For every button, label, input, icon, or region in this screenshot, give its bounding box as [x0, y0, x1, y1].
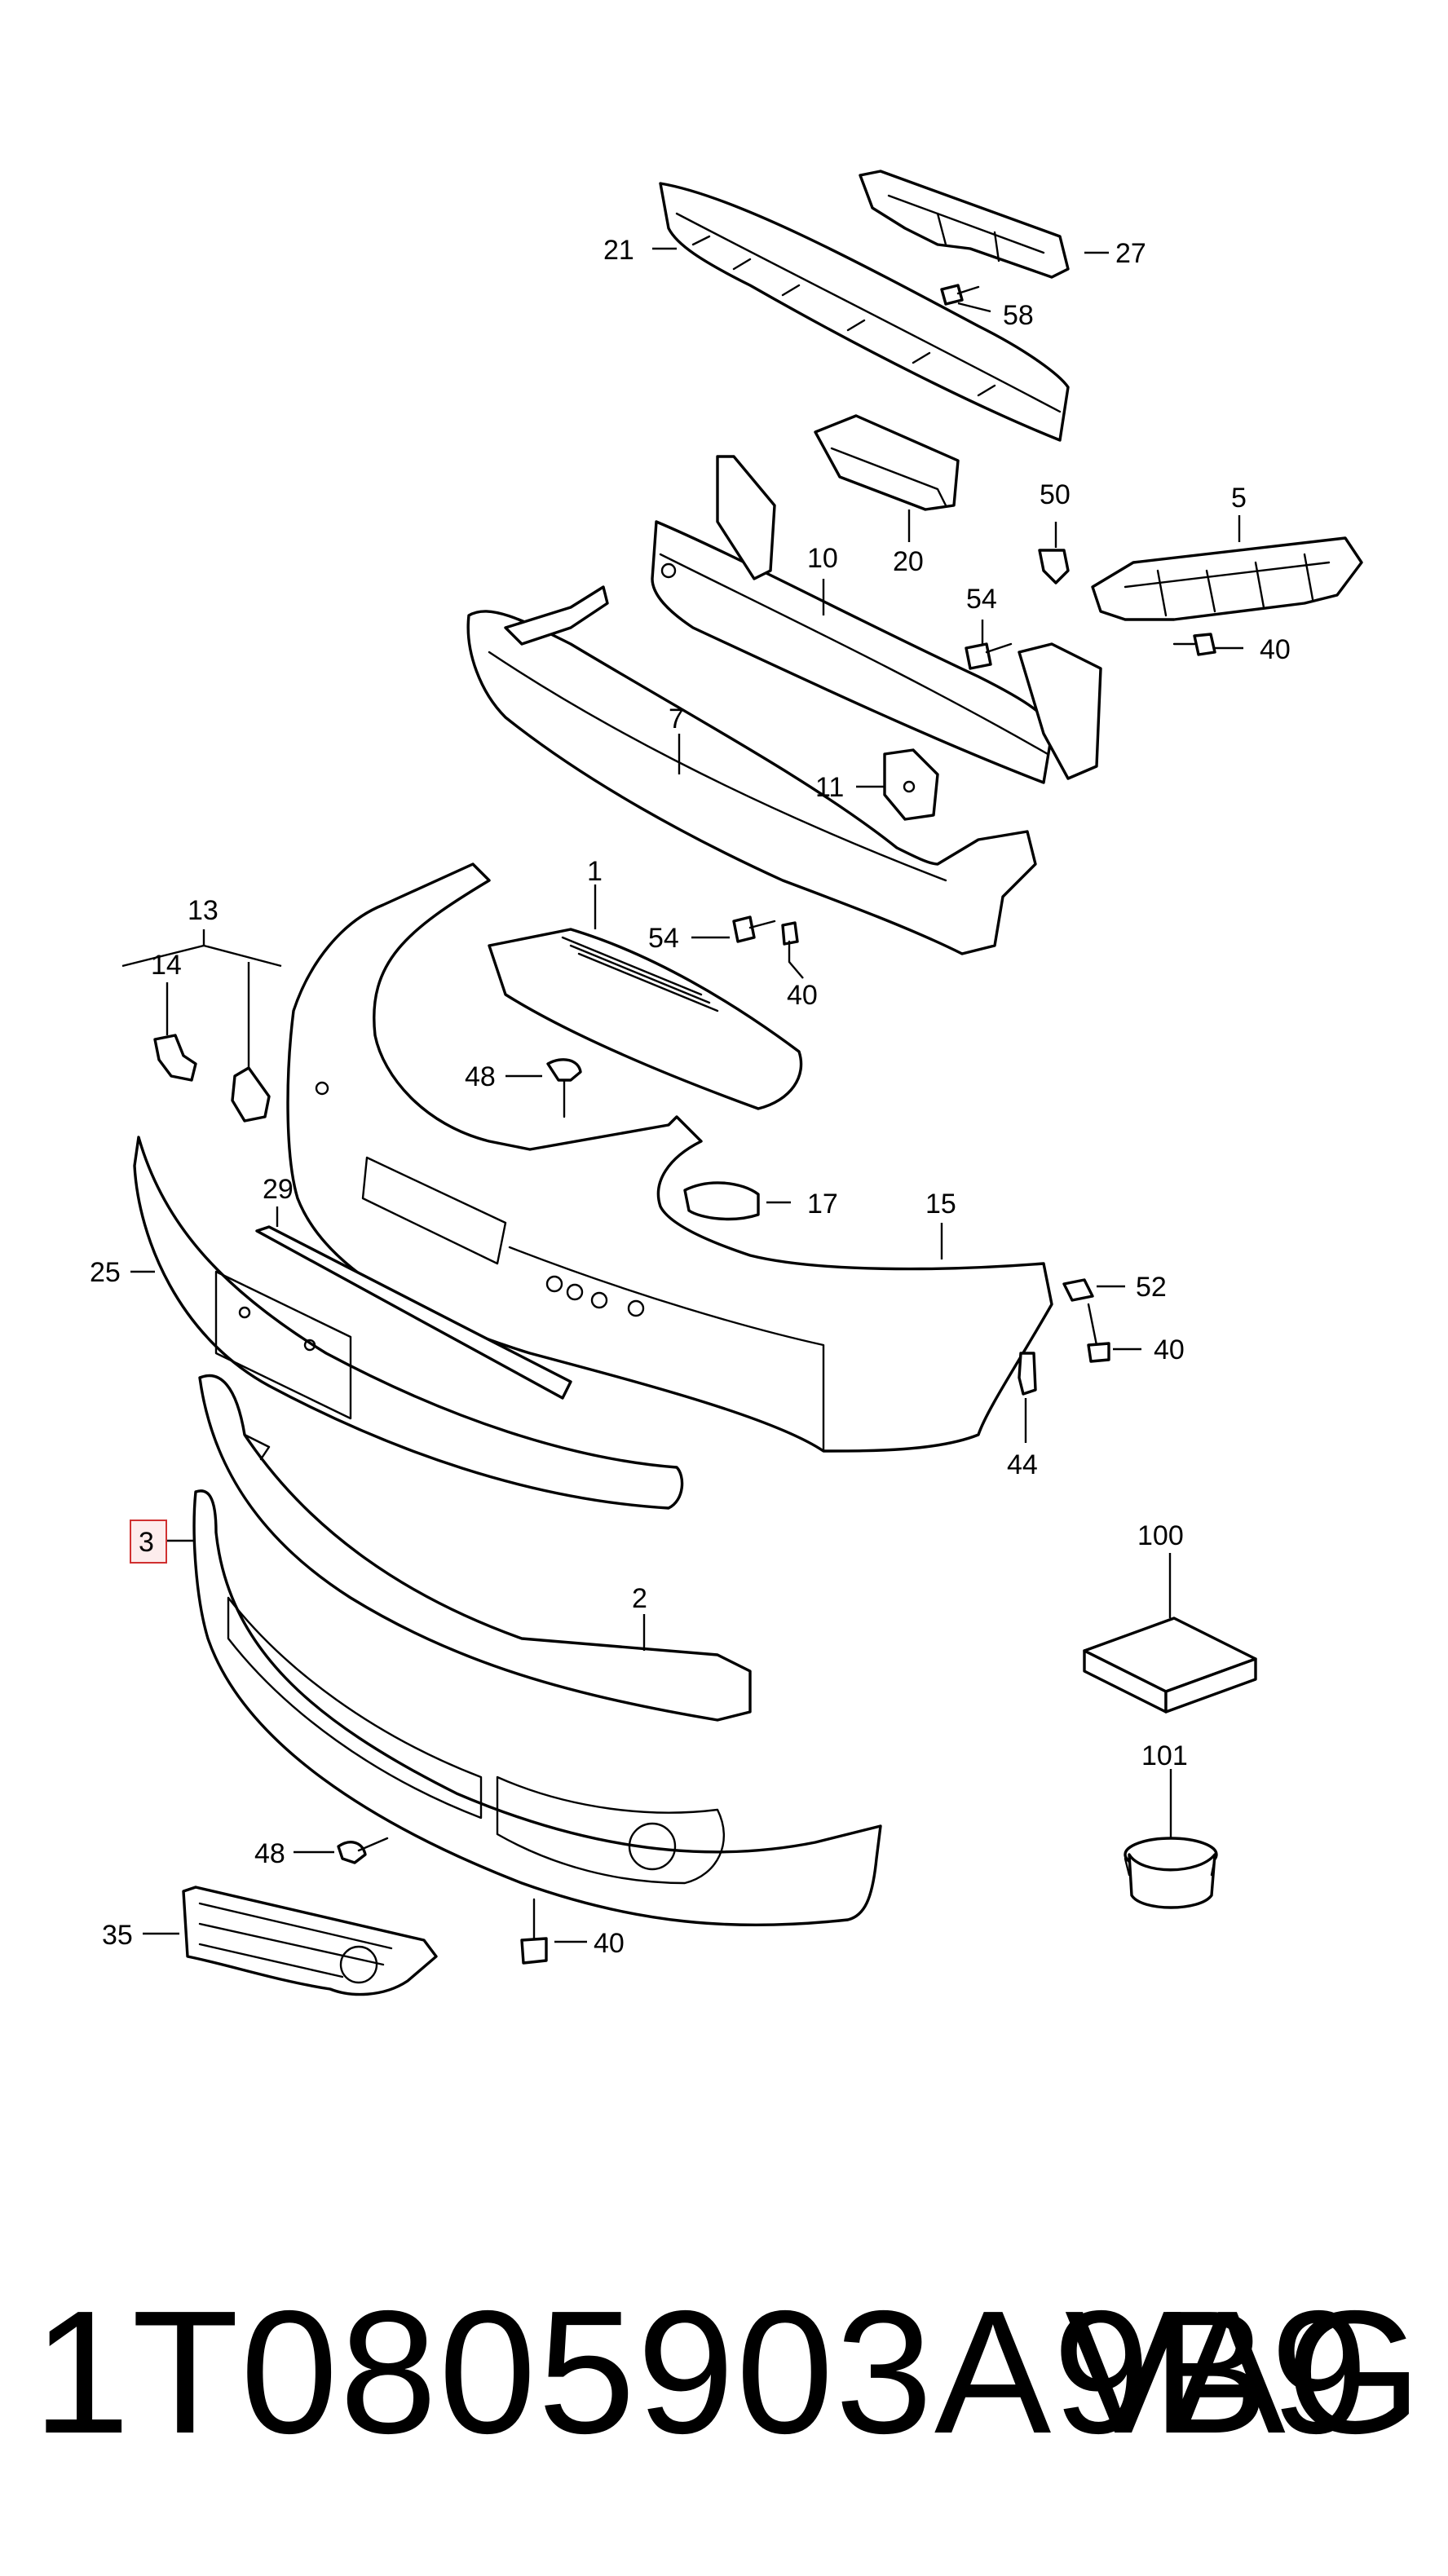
callout-15: 15 — [925, 1189, 956, 1220]
callout-5: 5 — [1231, 483, 1247, 514]
part-25-trim — [133, 1136, 684, 1510]
callout-40-clip: 40 — [1154, 1334, 1185, 1365]
part-10-carrier — [651, 455, 1102, 784]
part-1-panel — [488, 928, 803, 1110]
callout-3: 3 — [139, 1527, 154, 1558]
part-7-crossmember — [466, 585, 1037, 955]
callout-14: 14 — [151, 950, 182, 981]
part-number: 1T0805903A9B9 — [33, 2274, 1370, 2470]
part-2-lip — [198, 1374, 752, 1722]
callout-54-lower: 54 — [648, 923, 679, 954]
callout-40-center: 40 — [787, 980, 818, 1011]
callout-7: 7 — [669, 704, 684, 734]
callout-35: 35 — [102, 1920, 133, 1951]
exploded-parts-diagram: 21 27 58 20 50 5 10 54 40 7 11 1 54 40 1… — [90, 170, 1363, 1996]
callout-58: 58 — [1003, 300, 1034, 331]
callout-17: 17 — [807, 1189, 838, 1220]
callout-48-lower: 48 — [254, 1838, 285, 1869]
callout-10: 10 — [807, 543, 838, 574]
callout-29: 29 — [263, 1174, 294, 1205]
callout-101: 101 — [1141, 1740, 1188, 1771]
callout-52: 52 — [1136, 1272, 1167, 1303]
brand-label: VAG — [1064, 2274, 1422, 2470]
leader-lines — [121, 247, 1243, 1943]
callout-25: 25 — [90, 1257, 121, 1288]
callouts: 21 27 58 20 50 5 10 54 40 7 11 1 54 40 1… — [90, 235, 1291, 1959]
part-27-bracket — [859, 170, 1070, 279]
callout-13: 13 — [188, 895, 219, 926]
part-13-clip — [231, 1066, 271, 1123]
part-29-strip — [255, 1225, 572, 1400]
part-11-clip — [883, 748, 939, 821]
part-17-cap — [683, 1181, 760, 1221]
callout-11: 11 — [815, 772, 844, 803]
callout-50: 50 — [1040, 479, 1071, 510]
footer: 1T0805903A9B9 VAG — [0, 2266, 1448, 2478]
callout-44: 44 — [1007, 1449, 1038, 1480]
callout-2: 2 — [632, 1583, 647, 1614]
callout-27: 27 — [1115, 238, 1146, 269]
part-3-lower-grille — [192, 1489, 882, 1927]
part-101-cap — [1124, 1837, 1218, 1909]
callout-100: 100 — [1137, 1520, 1184, 1551]
part-21-absorber — [659, 182, 1070, 442]
callout-20: 20 — [893, 546, 924, 577]
callout-40-lower: 40 — [594, 1928, 625, 1959]
callout-40-right: 40 — [1260, 634, 1291, 665]
part-5-bracket — [1091, 536, 1363, 621]
callout-1: 1 — [587, 856, 603, 887]
part-14-clip — [153, 1034, 197, 1082]
callout-48-upper: 48 — [465, 1061, 496, 1092]
part-20-block — [814, 414, 960, 511]
fasteners — [337, 284, 1216, 1965]
callout-21: 21 — [603, 235, 634, 266]
part-35-fog-grille — [182, 1886, 438, 1996]
callout-3-highlight — [130, 1520, 167, 1564]
callout-54-upper: 54 — [966, 584, 997, 615]
part-100-box — [1083, 1617, 1257, 1714]
